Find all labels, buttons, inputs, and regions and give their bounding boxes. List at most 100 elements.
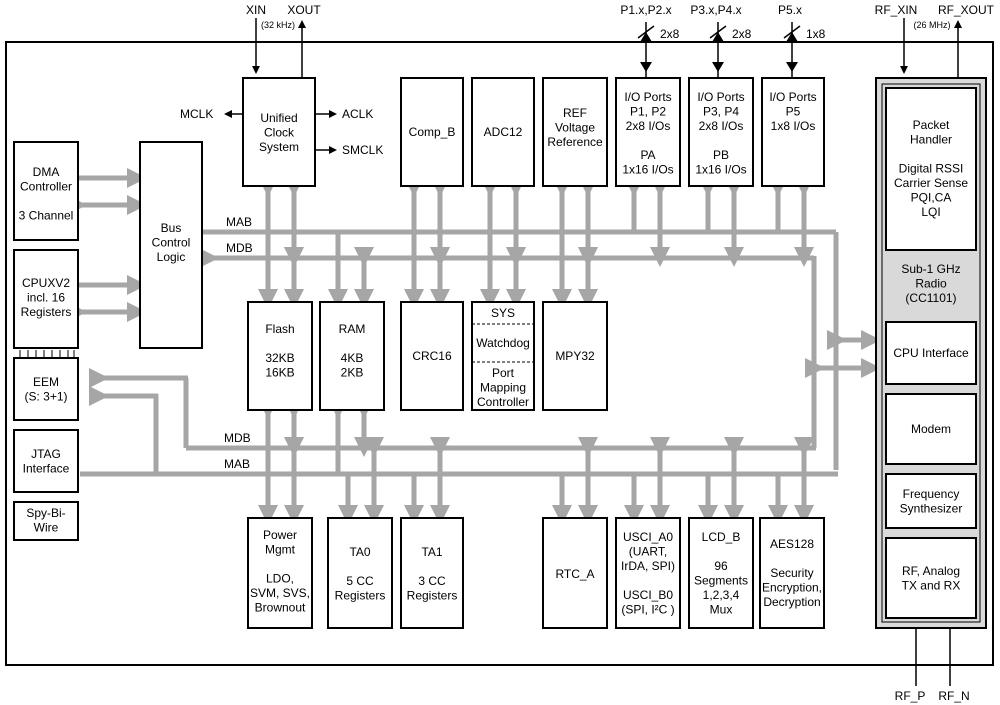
block-text-line: incl. 16 — [27, 291, 65, 305]
block-text-line: TX and RX — [902, 579, 961, 593]
block-text-line: Registers — [335, 589, 386, 603]
block-text-line: Mux — [710, 603, 733, 617]
block-text-line: I/O Ports — [697, 90, 744, 104]
block-text-line: JTAG — [31, 447, 61, 461]
block-text-line — [646, 134, 649, 148]
rtc-text: RTC_A — [555, 567, 594, 581]
block-text-line: SVM, SVS, — [250, 586, 310, 600]
block-text-line: TA0 — [349, 545, 370, 559]
block-text-line: Flash — [265, 322, 294, 336]
modem-text: Modem — [911, 422, 951, 436]
block-text-line: REF — [563, 106, 587, 120]
block-text-line: Segments — [694, 574, 748, 588]
block-text-line: RTC_A — [555, 567, 594, 581]
block-text-line: IrDA, SPI) — [621, 559, 675, 573]
usci-text: USCI_A0(UART,IrDA, SPI) USCI_B0(SPI, I²C… — [621, 530, 675, 617]
block-text-line — [350, 337, 353, 351]
block-text-line: Controller — [477, 395, 529, 409]
block-text-line: PB — [713, 148, 729, 162]
block-text-line — [929, 147, 932, 161]
block-text-line: Control — [152, 236, 191, 250]
port-p5-width: 1x8 — [806, 27, 826, 41]
block-text-line: 2KB — [341, 366, 364, 380]
block-text-line: P5 — [786, 105, 801, 119]
cpu-interface-block: CPU Interface — [885, 321, 977, 385]
modem-block: Modem — [885, 393, 977, 465]
block-text-line: 1x16 I/Os — [695, 163, 746, 177]
block-text-line: RAM — [339, 322, 366, 336]
block-text-line: RF, Analog — [902, 564, 960, 578]
smclk-label: SMCLK — [342, 143, 383, 157]
block-text-line: Reference — [547, 135, 603, 149]
mdb-label-lower: MDB — [224, 431, 251, 445]
block-text-line: Decryption — [763, 595, 820, 609]
block-text-line: Brownout — [255, 601, 306, 615]
block-text-line: Mapping — [480, 381, 526, 395]
sys-text: SYS — [491, 306, 515, 320]
block-text-line — [646, 574, 649, 588]
spy-bi-wire-block: Spy-Bi-Wire — [13, 501, 79, 541]
block-text-line: Security — [770, 566, 813, 580]
crc-text: CRC16 — [412, 349, 452, 363]
port-p5-label: P5.x — [778, 3, 802, 17]
xin-label: XIN — [246, 3, 266, 17]
rf-xout-label: RF_XOUT — [938, 3, 995, 17]
block-text-line: 1,2,3,4 — [703, 588, 740, 602]
block-text-line: P1, P2 — [630, 105, 666, 119]
block-text-line: 3 CC — [418, 574, 446, 588]
block-text-line — [719, 134, 722, 148]
block-text-line: DMA — [33, 165, 60, 179]
block-text-line: CRC16 — [412, 349, 452, 363]
port-p12-width: 2x8 — [660, 27, 680, 41]
mab-label-lower: MAB — [224, 457, 250, 471]
crc16-block: CRC16 — [400, 301, 464, 411]
cpu-if-text: CPU Interface — [893, 346, 969, 360]
block-text-line: I/O Ports — [769, 90, 816, 104]
block-text-line: Frequency — [903, 487, 960, 501]
block-text-line: 4KB — [341, 351, 364, 365]
block-text-line: Carrier Sense — [894, 176, 968, 190]
block-text-line: LCD_B — [702, 530, 741, 544]
port-p34-label: P3.x,P4.x — [690, 3, 741, 17]
block-text-line: Sub-1 GHz — [901, 262, 960, 276]
block-text-line: USCI_A0 — [623, 530, 673, 544]
rf-xin-label: RF_XIN — [875, 3, 918, 17]
block-text-line: EEM — [33, 375, 59, 389]
mclk-label: MCLK — [180, 107, 213, 121]
block-text-line: Logic — [157, 250, 186, 264]
adc12-block: ADC12 — [471, 77, 535, 187]
block-text-line — [430, 560, 433, 574]
block-text-line: Packet — [913, 118, 950, 132]
block-text-line — [278, 557, 281, 571]
external-signals: XIN (32 kHz) XOUT MCLK ACLK SMCLK RF_XIN… — [180, 3, 995, 703]
block-text-line: MPY32 — [555, 349, 595, 363]
block-text-line: 5 CC — [346, 574, 374, 588]
spy-text: Spy-Bi-Wire — [26, 506, 65, 535]
block-text-line: CPUXV2 — [22, 276, 70, 290]
comp-b-block: Comp_B — [400, 77, 464, 187]
block-text-line: (S: 3+1) — [24, 390, 67, 404]
eem-block: EEM(S: 3+1) — [13, 350, 79, 421]
